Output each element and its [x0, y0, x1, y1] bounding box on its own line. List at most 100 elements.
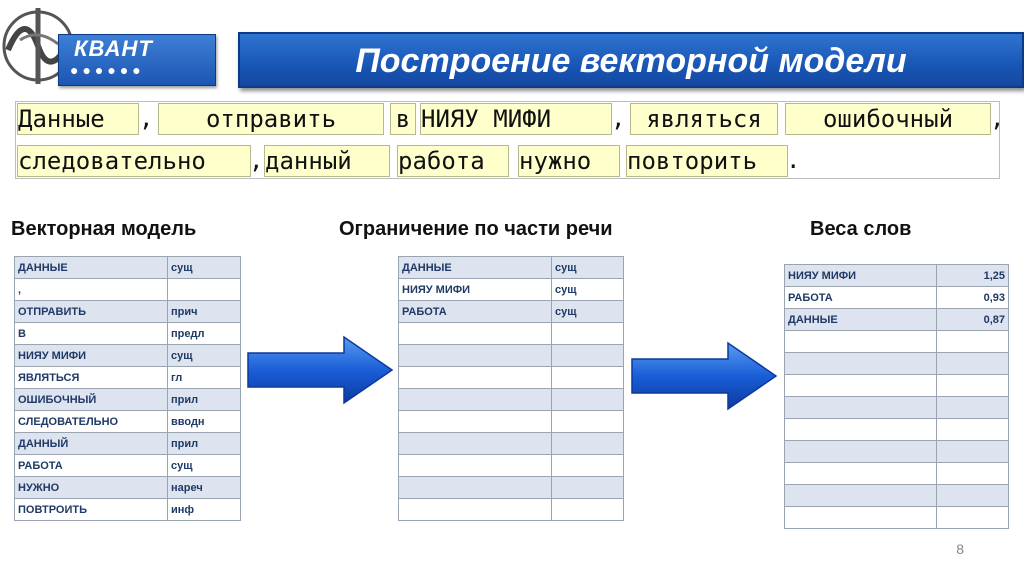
word-cell	[784, 506, 937, 529]
word-cell: ПОВТРОИТЬ	[14, 498, 168, 521]
weight-cell: 1,25	[936, 264, 1009, 287]
weight-cell	[936, 484, 1009, 507]
pos-cell: прич	[167, 300, 241, 323]
word-cell: НИЯУ МИФИ	[14, 344, 168, 367]
word-cell	[398, 432, 552, 455]
word-cell	[398, 366, 552, 389]
word-cell	[398, 498, 552, 521]
pos-cell: гл	[167, 366, 241, 389]
table-row	[784, 330, 1009, 353]
title-bar: Построение векторной модели	[238, 32, 1024, 88]
arrow-right-icon	[631, 341, 778, 411]
table-row	[398, 498, 624, 521]
pos-cell	[551, 432, 624, 455]
word-chip: данный	[264, 145, 390, 177]
weight-cell	[936, 440, 1009, 463]
weight-cell: 0,93	[936, 286, 1009, 309]
table-row	[784, 374, 1009, 397]
pos-cell: предл	[167, 322, 241, 345]
weight-cell: 0,87	[936, 308, 1009, 331]
section-pos-filter: Ограничение по части речи	[339, 218, 613, 240]
pos-cell: инф	[167, 498, 241, 521]
table-row	[784, 484, 1009, 507]
word-punct: ,	[249, 146, 264, 174]
pos-cell: сущ	[551, 256, 624, 279]
word-cell	[398, 476, 552, 499]
page-number: 8	[956, 541, 964, 557]
word-cell: ЯВЛЯТЬСЯ	[14, 366, 168, 389]
word-chip: Данные	[17, 103, 139, 135]
pos-cell: сущ	[167, 344, 241, 367]
table-row	[784, 418, 1009, 441]
word-cell	[398, 454, 552, 477]
table-row	[398, 366, 624, 389]
word-chip: ошибочный	[785, 103, 991, 135]
brand-name: КВАНТ	[74, 36, 153, 61]
pos-cell	[551, 454, 624, 477]
word-punct: ,	[990, 104, 1005, 132]
table-row	[784, 506, 1009, 529]
word-cell	[784, 396, 937, 419]
word-cell: ДАННЫЙ	[14, 432, 168, 455]
word-chip: нужно	[518, 145, 620, 177]
table-row: ,	[14, 278, 241, 301]
word-chip: следовательно	[17, 145, 251, 177]
pos-cell	[551, 322, 624, 345]
pos-cell: вводн	[167, 410, 241, 433]
word-cell	[784, 462, 937, 485]
weight-cell	[936, 506, 1009, 529]
word-cell	[784, 374, 937, 397]
pos-cell	[551, 388, 624, 411]
brand-bar	[58, 34, 216, 86]
word-cell: НИЯУ МИФИ	[784, 264, 937, 287]
section-weights: Веса слов	[810, 218, 912, 240]
pos-cell: нареч	[167, 476, 241, 499]
table-row	[398, 344, 624, 367]
word-cell: РАБОТА	[784, 286, 937, 309]
word-cell	[784, 418, 937, 441]
arrow-right-icon	[247, 335, 394, 405]
word-cell	[398, 344, 552, 367]
word-cell	[398, 322, 552, 345]
weight-cell	[936, 352, 1009, 375]
sentence-box	[15, 101, 1000, 179]
weight-cell	[936, 462, 1009, 485]
page-title: Построение векторной модели	[355, 42, 907, 80]
table-row	[398, 432, 624, 455]
table-row	[398, 388, 624, 411]
word-punct: .	[786, 146, 801, 174]
word-cell: ОТПРАВИТЬ	[14, 300, 168, 323]
table-row	[784, 440, 1009, 463]
pos-cell	[551, 498, 624, 521]
table-row	[398, 322, 624, 345]
pos-cell	[551, 410, 624, 433]
weight-cell	[936, 396, 1009, 419]
pos-cell	[551, 476, 624, 499]
pos-cell	[551, 366, 624, 389]
word-cell: НУЖНО	[14, 476, 168, 499]
word-cell: ,	[14, 278, 168, 301]
table-row	[398, 476, 624, 499]
word-cell: РАБОТА	[398, 300, 552, 323]
word-cell	[784, 484, 937, 507]
word-cell	[784, 440, 937, 463]
pos-cell: прил	[167, 432, 241, 455]
word-cell: ДАННЫЕ	[398, 256, 552, 279]
word-chip: работа	[397, 145, 509, 177]
word-cell	[784, 352, 937, 375]
word-cell: НИЯУ МИФИ	[398, 278, 552, 301]
word-cell	[398, 410, 552, 433]
table-row	[398, 410, 624, 433]
word-cell: СЛЕДОВАТЕЛЬНО	[14, 410, 168, 433]
